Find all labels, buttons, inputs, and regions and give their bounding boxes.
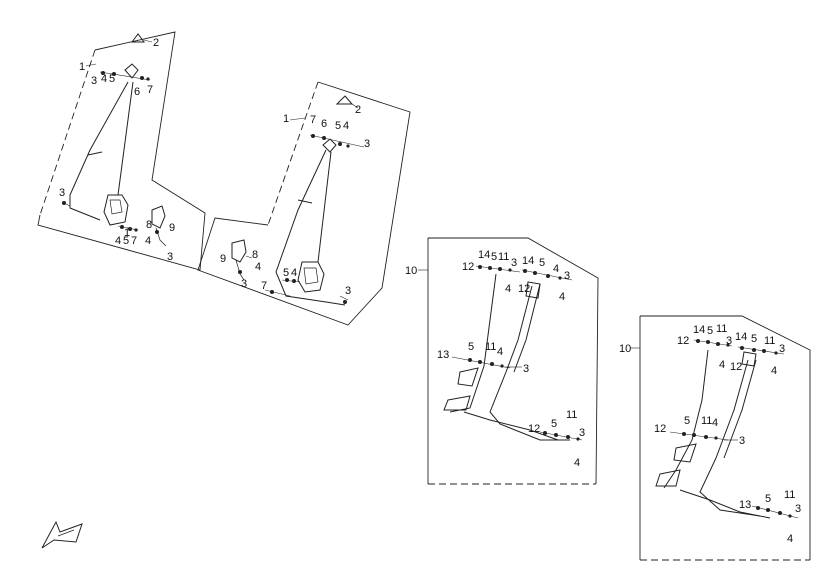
callout: 11 xyxy=(566,409,577,421)
assembly-front-right-belt xyxy=(197,81,411,326)
callout: 4 xyxy=(712,417,718,429)
callout: 2 xyxy=(355,104,361,116)
callout: 5 xyxy=(123,235,129,247)
callout: 3 xyxy=(364,138,370,150)
callout: 4 xyxy=(115,235,121,247)
callout: 11 xyxy=(716,323,727,335)
callout: 6 xyxy=(321,118,327,130)
callout: 5 xyxy=(551,418,557,430)
callout: 5 xyxy=(707,325,713,337)
callout: 1 xyxy=(124,227,130,239)
callout: 1 xyxy=(79,61,85,73)
callout: 5 xyxy=(335,120,341,132)
callout: 4 xyxy=(343,120,349,132)
callout: 7 xyxy=(131,235,137,247)
callout: 4 xyxy=(719,359,725,371)
callout: 3 xyxy=(779,343,785,355)
callout: 5 xyxy=(539,257,545,269)
callout: 8 xyxy=(146,219,152,231)
assembly-front-left-belt xyxy=(37,31,206,271)
callout: 7 xyxy=(261,280,267,292)
callout: 2 xyxy=(153,37,159,49)
callout: 11 xyxy=(498,251,509,263)
callout: 4 xyxy=(559,291,565,303)
callout: 9 xyxy=(220,253,226,265)
callout: 11 xyxy=(764,335,775,347)
callout: 11 xyxy=(784,489,795,501)
callout: 3 xyxy=(511,257,517,269)
callout: 3 xyxy=(564,270,570,282)
callout: 5 xyxy=(283,267,289,279)
callout: 5 xyxy=(491,251,497,263)
callout: 10 xyxy=(619,343,631,355)
callout: 4 xyxy=(553,263,559,275)
callout: 12 xyxy=(730,361,742,373)
callout: 7 xyxy=(310,114,316,126)
callout: 12 xyxy=(528,423,540,435)
callout: 9 xyxy=(169,222,175,234)
callout: 10 xyxy=(405,265,417,277)
callout: 13 xyxy=(739,499,751,511)
callout: 4 xyxy=(291,267,297,279)
callout: 6 xyxy=(134,86,140,98)
callout: 14 xyxy=(735,331,747,343)
callout: 5 xyxy=(684,415,690,427)
callout: 4 xyxy=(497,346,503,358)
front-direction-arrow-icon xyxy=(41,520,83,549)
callout: 3 xyxy=(59,187,65,199)
callout: 3 xyxy=(91,75,97,87)
assembly-rear-belt-a xyxy=(418,237,599,485)
callout: 3 xyxy=(345,285,351,297)
callout: 3 xyxy=(241,278,247,290)
callout: 4 xyxy=(255,261,261,273)
callout: 3 xyxy=(579,427,585,439)
callout: 3 xyxy=(167,251,173,263)
callout: 4 xyxy=(771,365,777,377)
callout-labels: 2 1 3 4 5 6 7 3 4 5 7 1 8 9 4 3 2 1 7 6 … xyxy=(59,37,801,545)
callout: 11 xyxy=(485,341,496,353)
callout: 4 xyxy=(101,73,107,85)
callout: 3 xyxy=(795,503,801,515)
assembly-rear-belt-b xyxy=(630,315,811,561)
callout: 14 xyxy=(522,255,534,267)
callout: 4 xyxy=(145,235,151,247)
callout: 4 xyxy=(505,283,511,295)
callout: 5 xyxy=(109,73,115,85)
callout: 13 xyxy=(437,349,449,361)
callout: 12 xyxy=(654,423,666,435)
callout: 8 xyxy=(252,249,258,261)
callout: 14 xyxy=(478,249,490,261)
callout: 3 xyxy=(523,363,529,375)
callout: 5 xyxy=(751,333,757,345)
callout: 3 xyxy=(739,435,745,447)
callout: 4 xyxy=(787,533,793,545)
callout: 1 xyxy=(283,113,289,125)
callout: 14 xyxy=(693,324,705,336)
callout: 12 xyxy=(677,335,689,347)
callout: 7 xyxy=(147,84,153,96)
callout: 3 xyxy=(726,335,732,347)
callout: 5 xyxy=(765,493,771,505)
callout: 11 xyxy=(701,415,712,427)
callout: 5 xyxy=(468,341,474,353)
callout: 12 xyxy=(518,283,530,295)
callout: 12 xyxy=(462,261,474,273)
callout: 4 xyxy=(574,457,580,469)
